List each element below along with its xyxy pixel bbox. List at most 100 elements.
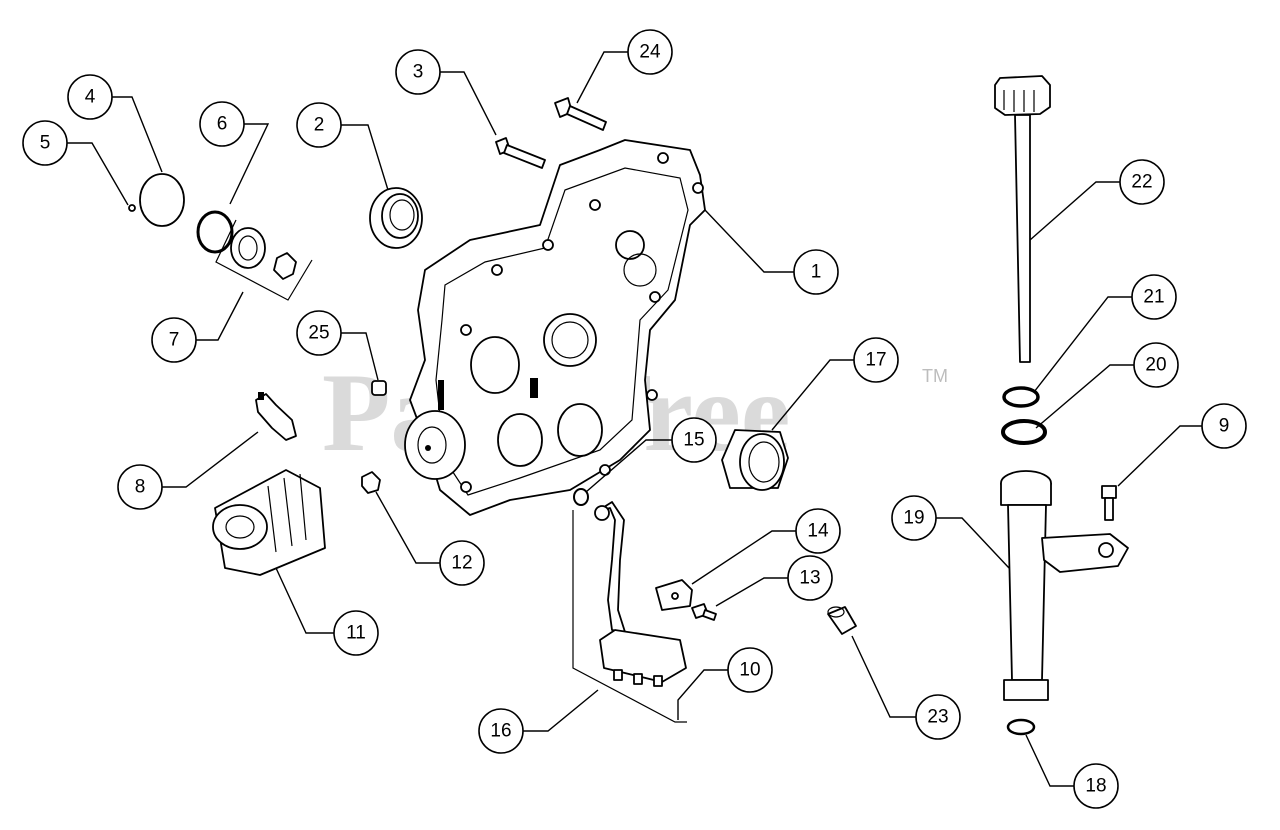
leader-25	[341, 332, 379, 381]
callout-12[interactable]: 12	[439, 540, 485, 586]
leader-6	[229, 123, 270, 205]
pump-rotor-kit-drawing	[215, 219, 313, 301]
callout-8[interactable]: 8	[117, 464, 163, 510]
leader-23	[851, 635, 916, 718]
callout-21[interactable]: 21	[1131, 274, 1177, 320]
leader-11	[275, 567, 334, 634]
callout-7-label: 7	[169, 330, 180, 351]
callout-2-label: 2	[314, 115, 325, 136]
callout-11[interactable]: 11	[333, 610, 379, 656]
callouts: 1 2 3 4 5 6 7 8 9 10 11 12 13 14 15 16 1…	[22, 29, 1247, 809]
leader-24	[576, 51, 628, 104]
leader-20	[1035, 364, 1134, 429]
callout-4-label: 4	[85, 87, 96, 108]
callout-20[interactable]: 20	[1133, 342, 1179, 388]
leader-9	[1117, 425, 1202, 487]
callout-4[interactable]: 4	[67, 74, 113, 120]
leader-21	[1033, 296, 1132, 393]
callout-10[interactable]: 10	[727, 647, 773, 693]
callout-19-label: 19	[903, 508, 924, 529]
oil-filter-drawing	[212, 469, 326, 576]
callout-18[interactable]: 18	[1073, 763, 1119, 809]
callout-6-label: 6	[217, 114, 228, 135]
callout-21-label: 21	[1143, 287, 1164, 308]
bushing-drawing	[721, 429, 789, 491]
callout-5[interactable]: 5	[22, 120, 68, 166]
callout-15-label: 15	[683, 430, 704, 451]
callout-11-label: 11	[346, 623, 366, 644]
leader-18	[1025, 734, 1074, 787]
callout-19[interactable]: 19	[891, 495, 937, 541]
leader-7	[196, 291, 244, 341]
callout-14-label: 14	[807, 521, 829, 542]
dowel-pin-drawing	[371, 380, 387, 396]
leader-17	[771, 359, 854, 431]
callout-7[interactable]: 7	[151, 317, 197, 363]
leader-8	[162, 431, 259, 488]
callout-23-label: 23	[927, 707, 948, 728]
clip-drawing	[655, 579, 693, 611]
callout-13[interactable]: 13	[787, 555, 833, 601]
callout-6[interactable]: 6	[199, 101, 245, 147]
callout-22-label: 22	[1131, 172, 1152, 193]
callout-14[interactable]: 14	[795, 508, 841, 554]
callout-9[interactable]: 9	[1201, 403, 1247, 449]
callout-17[interactable]: 17	[853, 337, 899, 383]
leader-10	[677, 669, 728, 720]
clip-screw-drawing	[691, 603, 717, 621]
callout-15[interactable]: 15	[671, 417, 717, 463]
leader-1	[704, 209, 794, 273]
leader-16	[523, 689, 599, 732]
breather-cap-drawing	[139, 173, 185, 227]
callout-16-label: 16	[490, 721, 511, 742]
leader-22	[1029, 181, 1120, 241]
callout-9-label: 9	[1219, 416, 1230, 437]
cap-screw-drawing	[128, 204, 136, 212]
leader-lines	[67, 51, 1202, 787]
lower-o-ring-drawing	[1001, 419, 1047, 445]
callout-3-label: 3	[413, 62, 424, 83]
o-ring-drawing	[196, 210, 234, 254]
leader-2	[341, 124, 389, 191]
leader-4	[108, 96, 163, 173]
upper-o-ring-drawing	[1002, 386, 1040, 408]
callout-24-label: 24	[639, 42, 661, 63]
leader-12	[375, 491, 440, 564]
callout-24[interactable]: 24	[627, 29, 673, 75]
dipstick-tube-drawing	[1000, 470, 1129, 701]
callout-1[interactable]: 1	[793, 249, 839, 295]
callout-25[interactable]: 25	[296, 310, 342, 356]
plug-drawing	[361, 471, 381, 494]
pressure-switch-drawing	[255, 392, 297, 441]
leader-15	[585, 439, 672, 493]
leader-13	[715, 577, 788, 607]
callout-12-label: 12	[451, 553, 472, 574]
bracket-bolt-drawing	[1101, 485, 1117, 521]
callout-1-label: 1	[811, 262, 822, 283]
callout-3[interactable]: 3	[395, 49, 441, 95]
callout-23[interactable]: 23	[915, 694, 961, 740]
long-bolt-drawing	[554, 97, 607, 131]
callout-18-label: 18	[1085, 776, 1106, 797]
leader-14	[691, 530, 796, 585]
leader-3	[440, 71, 497, 136]
crankcase-cover-drawing	[404, 139, 706, 516]
callout-10-label: 10	[739, 660, 760, 681]
oil-seal-drawing	[369, 187, 423, 249]
callout-16[interactable]: 16	[478, 708, 524, 754]
callout-17-label: 17	[865, 350, 886, 371]
callout-20-label: 20	[1145, 355, 1166, 376]
small-o-ring-drawing	[573, 488, 589, 506]
callout-2[interactable]: 2	[296, 102, 342, 148]
watermark-tm: TM	[922, 366, 948, 386]
tube-o-ring-drawing	[1006, 718, 1036, 736]
callout-8-label: 8	[135, 477, 146, 498]
callout-25-label: 25	[308, 323, 329, 344]
callout-22[interactable]: 22	[1119, 159, 1165, 205]
callout-5-label: 5	[40, 133, 51, 154]
callout-13-label: 13	[799, 568, 820, 589]
dipstick-drawing	[994, 75, 1051, 363]
drain-fitting-drawing	[827, 606, 857, 635]
oil-pickup-tube-drawing	[572, 501, 687, 723]
